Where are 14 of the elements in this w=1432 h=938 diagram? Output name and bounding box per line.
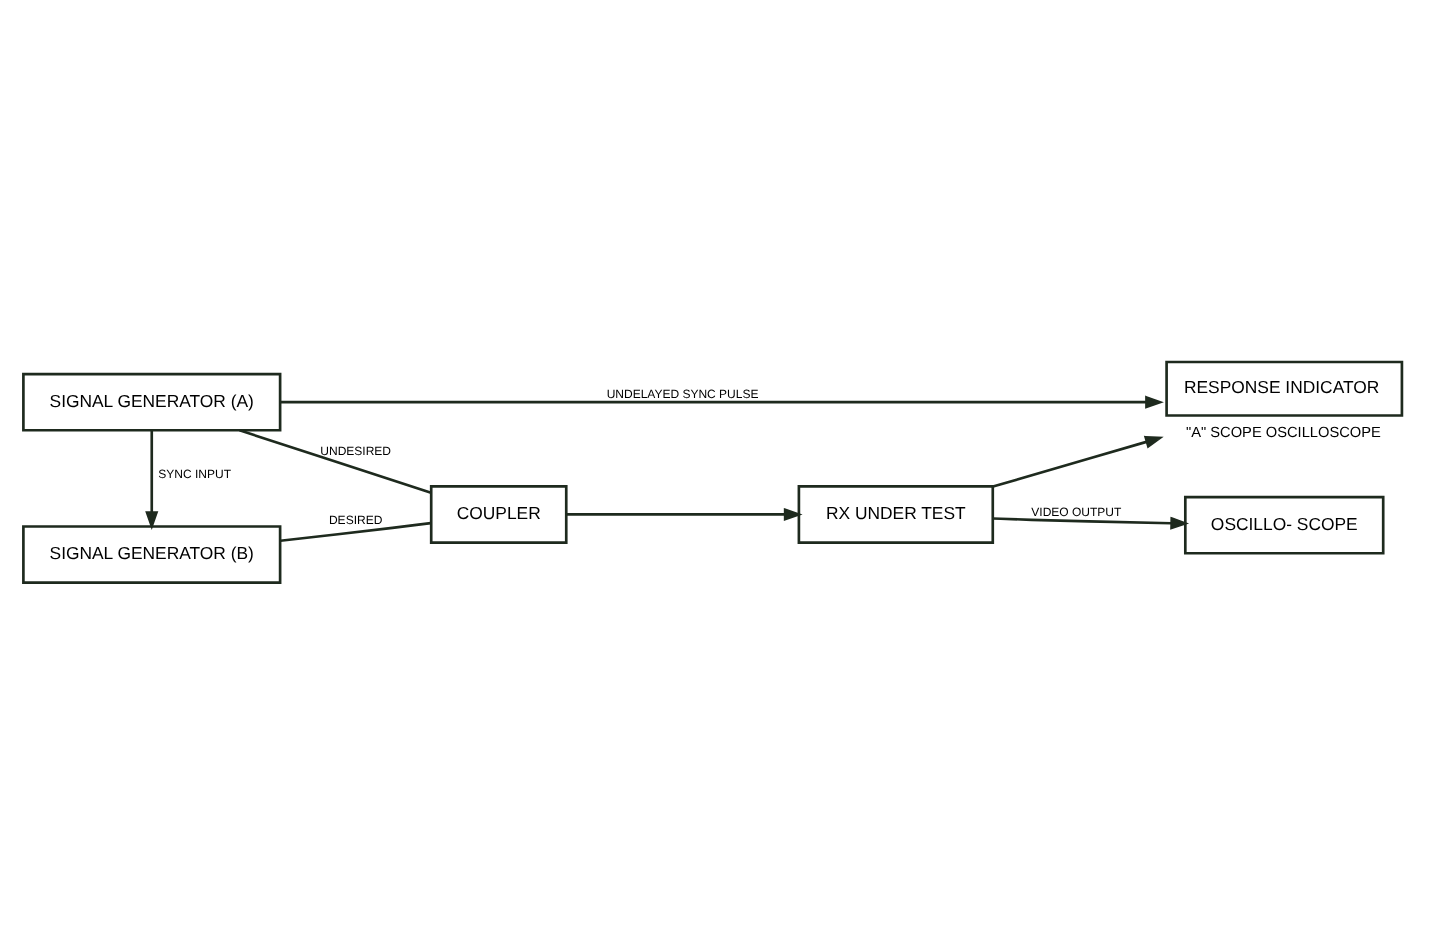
arrow	[566, 507, 803, 522]
node-box: RX UNDER TEST	[797, 485, 995, 544]
arrow	[145, 430, 159, 531]
node-box: RESPONSE INDICATOR	[1165, 360, 1404, 417]
node-label: "A" SCOPE OSCILLOSCOPE	[1185, 422, 1381, 441]
node-box: SIGNAL GENERATOR (B)	[22, 525, 282, 584]
node-box: OSCILLO- SCOPE	[1183, 495, 1385, 555]
connector	[280, 521, 431, 543]
connector	[239, 429, 432, 495]
node-box: COUPLER	[429, 485, 568, 544]
node-box: SIGNAL GENERATOR (A)	[22, 372, 282, 432]
arrow	[992, 516, 1190, 530]
arrow	[280, 395, 1164, 409]
arrow	[992, 435, 1164, 488]
